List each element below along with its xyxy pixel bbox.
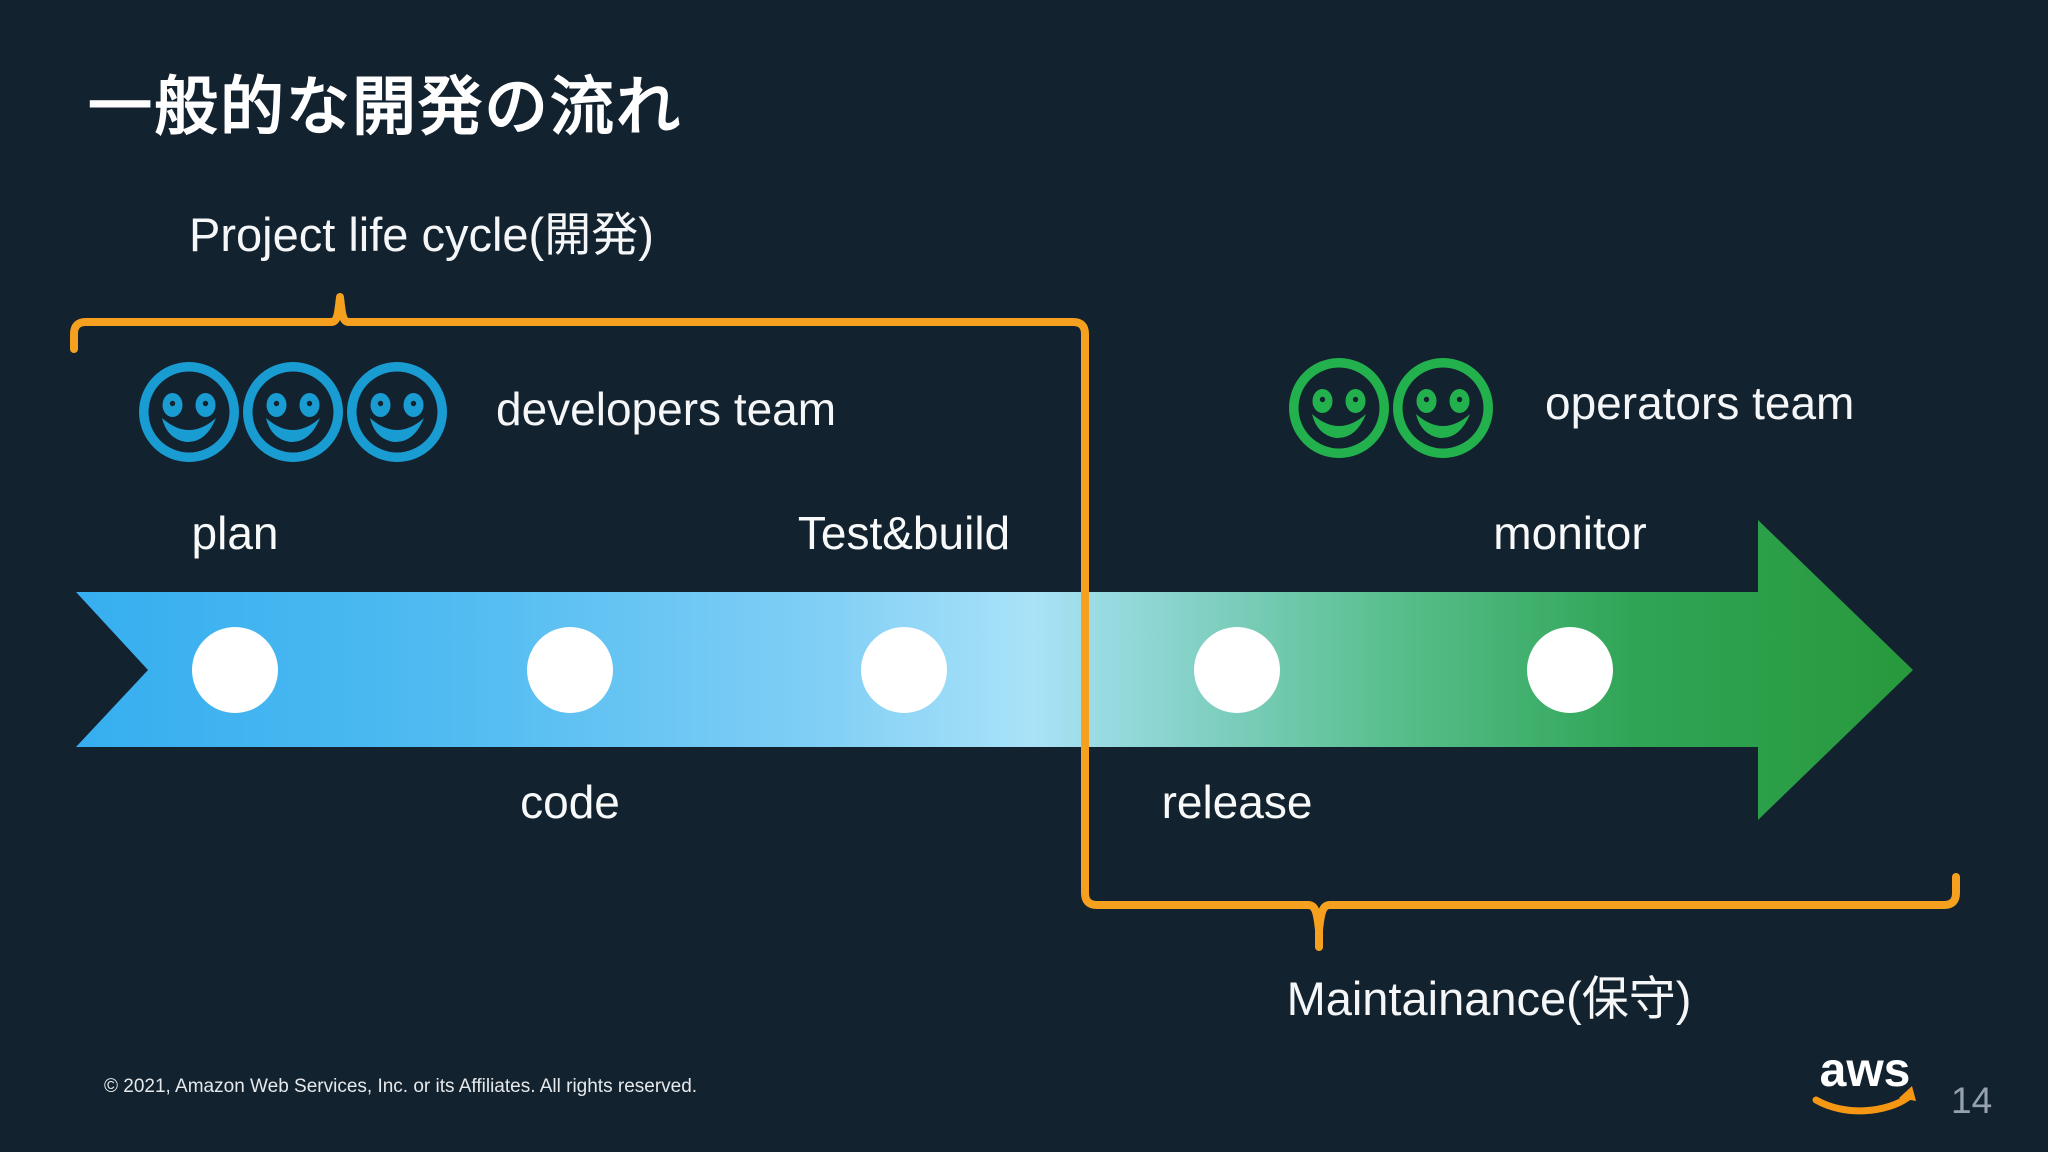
stage-label-monitor: monitor bbox=[1493, 507, 1647, 559]
aws-smile-icon bbox=[1812, 1092, 1914, 1115]
operator-person-icon bbox=[1393, 358, 1493, 458]
developer-person-icon bbox=[243, 362, 343, 462]
developer-person-icon bbox=[139, 362, 239, 462]
project-life-cycle-label: Project life cycle(開発) bbox=[189, 208, 654, 261]
aws-logo: aws bbox=[1812, 1044, 1916, 1115]
developer-person-icon bbox=[347, 362, 447, 462]
page-number: 14 bbox=[1951, 1080, 1993, 1121]
milestone-dot bbox=[1194, 627, 1280, 713]
stage-label-test-build: Test&build bbox=[797, 507, 1011, 559]
milestone-dots bbox=[192, 627, 1613, 713]
aws-smile-arrow-tip bbox=[1899, 1086, 1916, 1101]
developers-team-label: developers team bbox=[496, 383, 837, 435]
dev-maintenance-bracket-path bbox=[70, 293, 1960, 951]
milestone-dot bbox=[1527, 627, 1613, 713]
milestone-dot bbox=[192, 627, 278, 713]
operators-team-icons bbox=[1287, 356, 1495, 460]
copyright-footer: © 2021, Amazon Web Services, Inc. or its… bbox=[104, 1076, 698, 1097]
operator-person-icon bbox=[1289, 358, 1389, 458]
developers-team-icons bbox=[137, 360, 449, 464]
operators-team-label: operators team bbox=[1545, 377, 1855, 429]
stage-label-code: code bbox=[520, 776, 620, 828]
stage-label-plan: plan bbox=[191, 507, 279, 559]
process-arrow-shape bbox=[76, 520, 1913, 820]
milestone-dot bbox=[861, 627, 947, 713]
stage-label-release: release bbox=[1161, 776, 1313, 828]
milestone-dot bbox=[527, 627, 613, 713]
aws-logo-text: aws bbox=[1820, 1044, 1911, 1097]
page-title: 一般的な開発の流れ bbox=[88, 71, 682, 143]
maintenance-label: Maintainance(保守) bbox=[1286, 972, 1692, 1025]
